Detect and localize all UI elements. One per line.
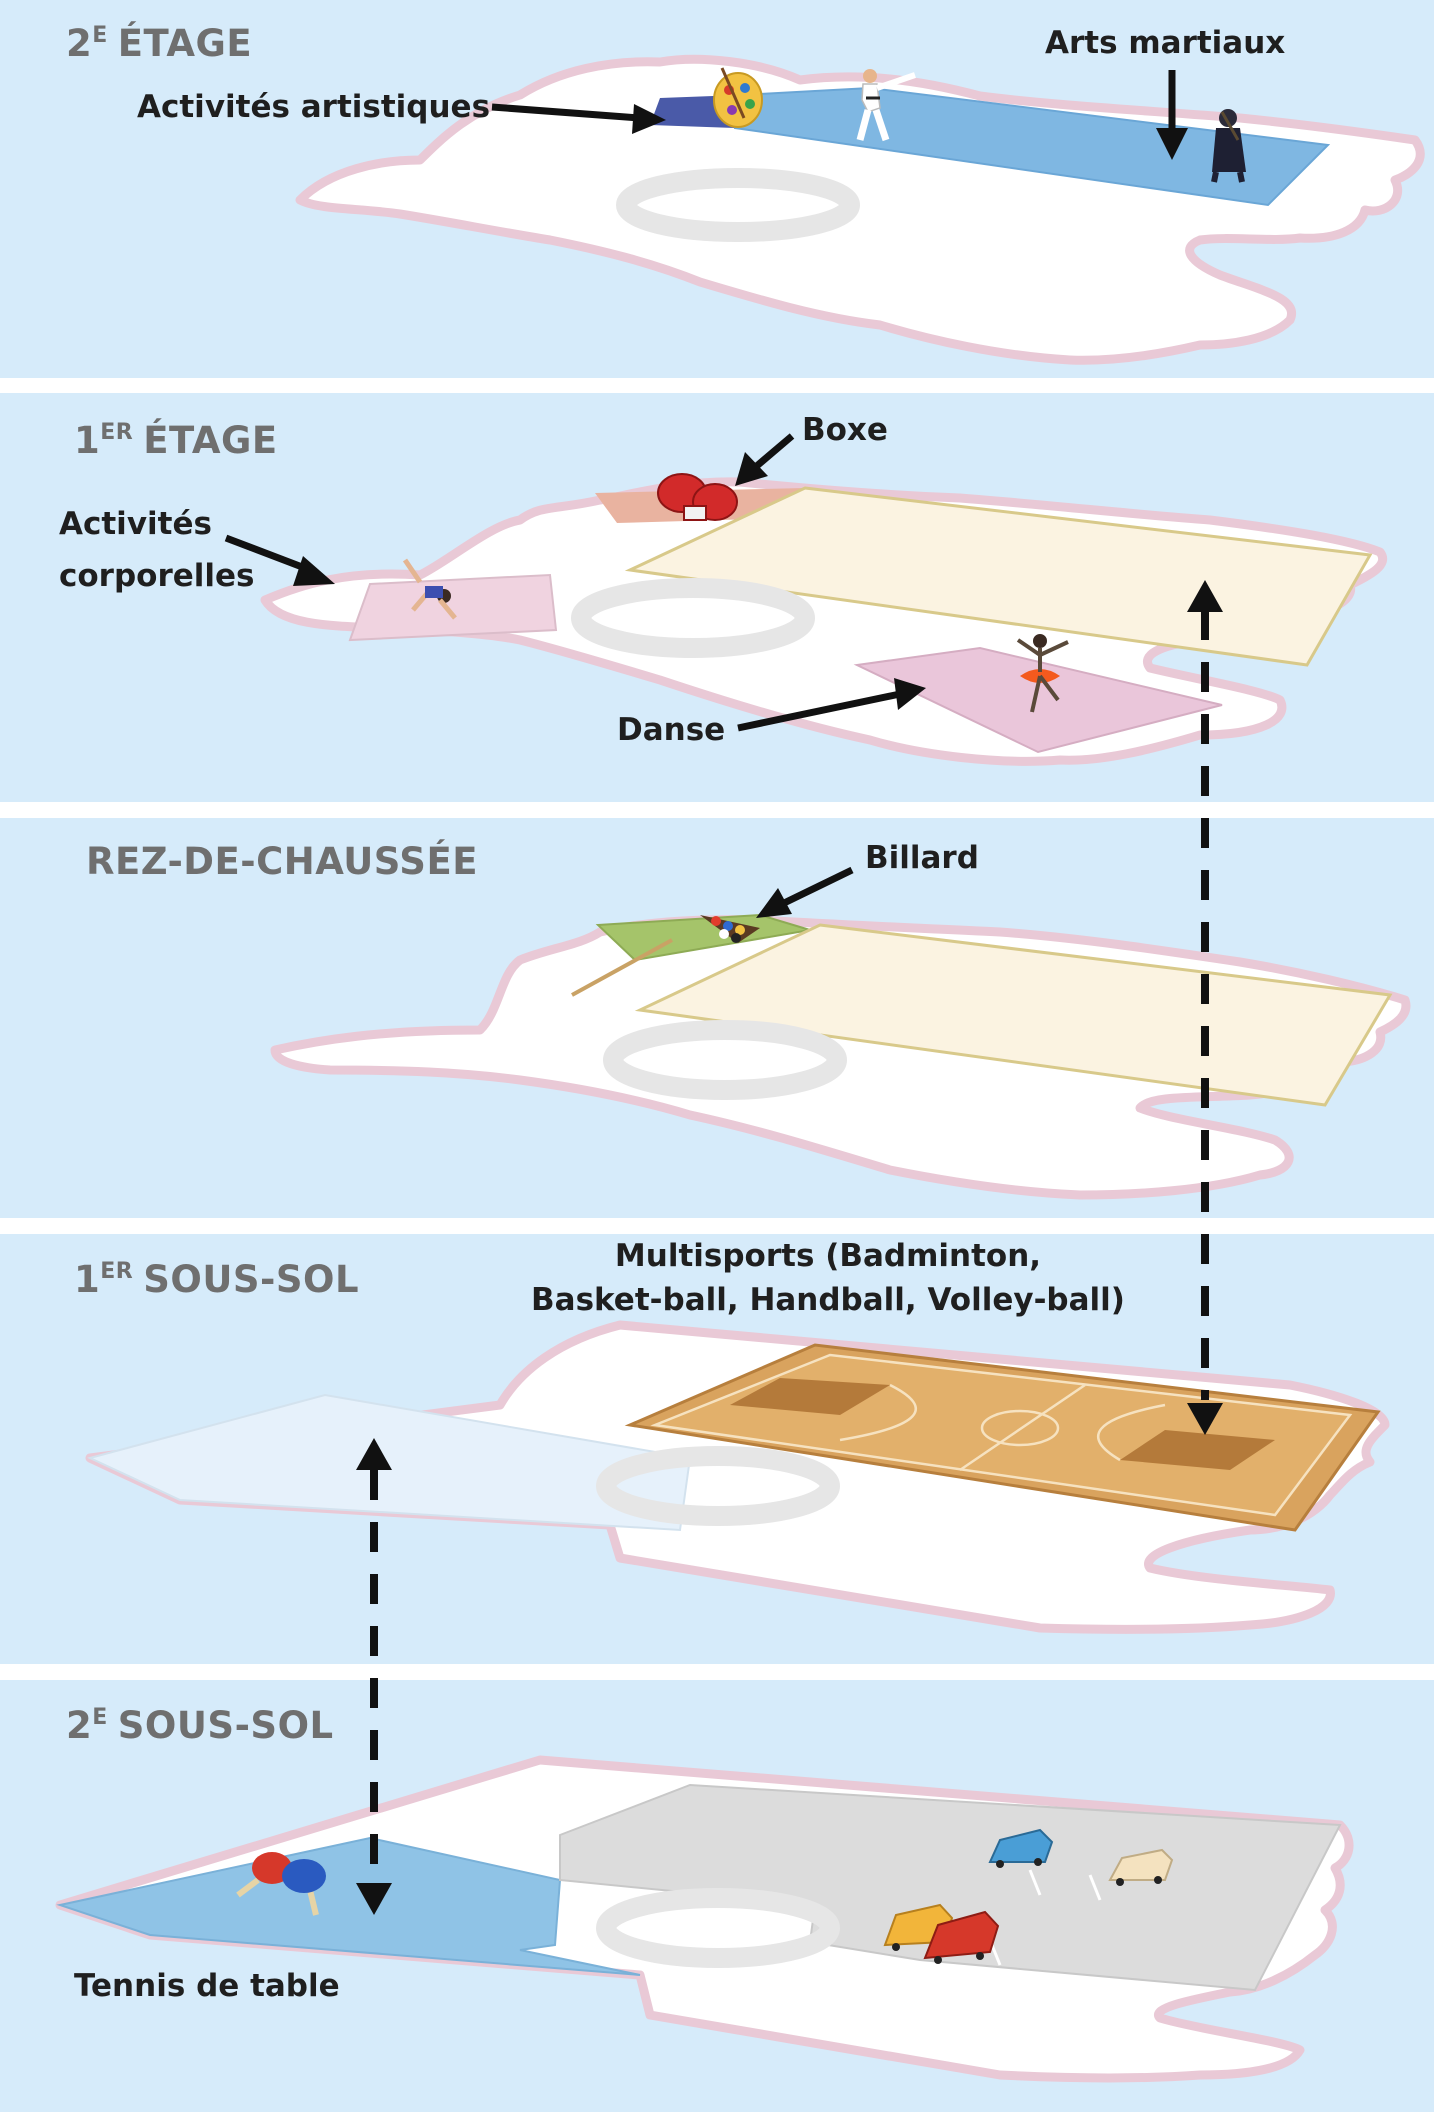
arrow-activites-artistiques [491,103,641,122]
arrowhead [894,678,926,710]
kendo-fighter-icon [1211,109,1246,183]
karateka-icon [856,69,916,142]
mat-danse [853,646,1223,754]
car-icon [1108,1848,1174,1886]
label-boxe: Boxe [802,412,888,448]
ping-pong-paddles-icon [236,1852,326,1916]
stair-ring [603,1020,847,1100]
billiard-cue [571,938,673,997]
dancer-icon [1016,634,1069,713]
parking-line [1088,1874,1102,1901]
large-hall-rdc [634,923,1393,1107]
arrowhead-down [356,1883,392,1915]
label-tennis-de-table: Tennis de table [74,1968,340,2004]
zone-1er-sous-sol-left [87,1393,692,1532]
boxing-gloves-icon [657,473,738,521]
large-hall-1er-etage [624,486,1373,667]
arrowhead [735,452,768,486]
arrowhead [293,556,335,586]
arrowhead [756,888,792,918]
stair-ring [571,578,815,658]
connector-arrows [356,580,1223,1915]
car-icon [923,1910,1000,1964]
mat-tennis-de-table [56,1836,641,1976]
palette-icon [713,67,763,128]
stair-ring [616,168,860,242]
floor-title-rez-de-chaussee: REZ-DE-CHAUSSÉE [86,839,478,883]
arrowhead-up [356,1438,392,1470]
stair-ring [596,1446,840,1526]
label-arts-martiaux: Arts martiaux [1045,25,1285,61]
arrow-danse [737,690,901,732]
label-activites-corporelles-line1: Activités [59,506,212,542]
arrow-boxe [749,433,795,473]
basketball-court-icon [624,1343,1381,1532]
label-multisports-line1: Multisports (Badminton, [615,1238,1041,1274]
arrowhead [632,104,666,134]
parking-area [559,1783,1342,1992]
arrow-billard [778,866,854,909]
label-billard: Billard [865,840,979,876]
floor-rez-de-chaussee: REZ-DE-CHAUSSÉE Billard [86,839,1411,1200]
label-multisports-line2: Basket-ball, Handball, Volley-ball) [531,1282,1125,1318]
billiard-icon [700,915,760,943]
parking-line [1028,1869,1042,1896]
arrow-activites-corporelles [224,534,312,574]
arrowhead-up [1187,580,1223,612]
label-activites-corporelles-line2: corporelles [59,558,255,594]
arrowhead [1156,128,1188,160]
gymnast-icon [402,558,457,620]
label-danse: Danse [617,712,725,748]
car-icon [988,1828,1054,1868]
stair-ring [596,1888,840,1968]
mat-activites-corporelles [348,573,558,642]
arrowhead-down [1187,1403,1223,1435]
label-activites-artistiques: Activités artistiques [137,89,490,125]
